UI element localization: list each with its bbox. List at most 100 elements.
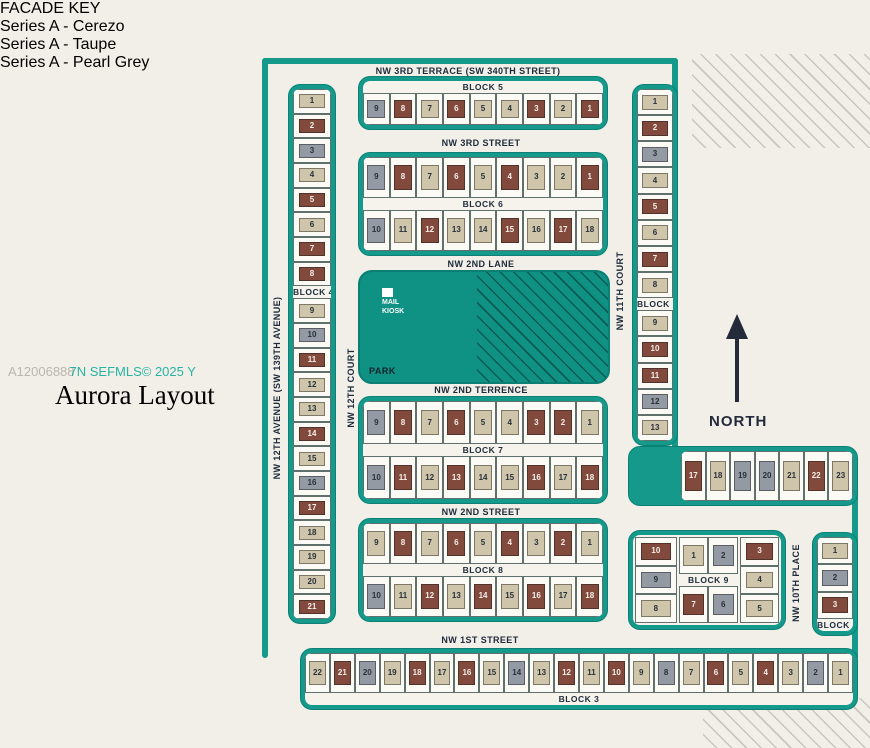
lot-number: 9 [298, 303, 326, 318]
lot-14: 14 [469, 576, 497, 617]
lot-number: 18 [298, 525, 326, 540]
lot-17: 17 [429, 653, 455, 693]
lot-2: 2 [637, 115, 673, 142]
lot-number: 16 [527, 218, 546, 243]
lot-number: 2 [298, 118, 326, 134]
park-hatch-pattern [476, 272, 608, 382]
lot-2: 2 [708, 537, 739, 574]
lot-8: 8 [635, 594, 677, 624]
block-5-label: BLOCK 5 [462, 82, 504, 92]
lot-11: 11 [389, 210, 417, 251]
lot-9: 9 [363, 93, 390, 125]
lot-16: 16 [523, 210, 550, 251]
lot-11: 11 [578, 653, 604, 693]
lot-7: 7 [678, 586, 709, 623]
block-3-label: BLOCK 3 [558, 694, 600, 704]
lot-number: 20 [758, 461, 776, 491]
lot-6: 6 [293, 212, 331, 238]
block-1-label: BLOCK 1 [637, 299, 673, 310]
lot-8: 8 [293, 261, 331, 287]
lot-number: 18 [408, 661, 426, 685]
lot-number: 4 [500, 165, 519, 190]
lot-number: 18 [580, 584, 599, 609]
lot-number: 1 [832, 661, 849, 685]
lot-number: 21 [783, 461, 800, 491]
pearl-grey-label: Series A - Pearl Grey [0, 54, 150, 71]
lot-number: 11 [393, 584, 413, 609]
lot-number: 10 [607, 661, 625, 685]
lot-2: 2 [293, 113, 331, 139]
facade-key: FACADE KEY Series A - Cerezo Series A - … [0, 0, 870, 72]
lot-number: 15 [500, 464, 519, 491]
lot-number: 6 [447, 165, 466, 190]
lot-number: 1 [683, 544, 704, 567]
mls-watermark: A120068887N SEFMLS© 2025 Y [8, 364, 196, 379]
lot-2: 2 [549, 157, 577, 198]
lot-4: 4 [753, 653, 779, 693]
lot-number: 12 [420, 464, 439, 491]
lot-number: 4 [745, 571, 774, 589]
lot-number: 20 [358, 661, 376, 685]
facade-key-heading: FACADE KEY [0, 0, 101, 17]
lot-number: 1 [822, 542, 848, 559]
lot-number: 6 [447, 409, 466, 436]
lot-number: 17 [684, 461, 702, 491]
lot-number: 3 [782, 661, 800, 685]
lot-number: 1 [642, 94, 668, 110]
lot-8: 8 [389, 401, 417, 444]
lot-12: 12 [293, 372, 331, 398]
block-8-label: BLOCK 8 [462, 565, 504, 575]
lot-6: 6 [708, 586, 739, 623]
lot-number: 1 [580, 409, 599, 436]
page-title: Aurora Layout [55, 380, 215, 410]
lot-number: 15 [483, 661, 501, 685]
lot-5: 5 [469, 523, 497, 564]
lot-8: 8 [389, 157, 417, 198]
block-9-label: BLOCK 9 [688, 575, 729, 585]
lot-18: 18 [576, 576, 603, 617]
lot-11: 11 [389, 576, 417, 617]
lot-18: 18 [576, 210, 603, 251]
lot-number: 10 [367, 464, 386, 491]
road-edge-left [262, 58, 268, 658]
lot-17: 17 [549, 576, 577, 617]
facade-key-row-pearl-grey: Series A - Pearl Grey [0, 54, 870, 72]
lot-number: 16 [527, 464, 546, 491]
lot-number: 3 [298, 143, 326, 158]
lot-4: 4 [496, 401, 524, 444]
lot-number: 2 [553, 531, 573, 556]
lot-number: 3 [527, 409, 546, 436]
lot-9: 9 [363, 157, 390, 198]
lot-13: 13 [443, 576, 470, 617]
lot-number: 11 [393, 464, 413, 491]
north-indicator: NORTH [709, 312, 766, 430]
lot-number: 16 [527, 584, 546, 609]
lot-number: 8 [393, 409, 413, 436]
lot-number: 4 [642, 173, 668, 189]
lot-21: 21 [293, 594, 331, 619]
lot-number: 8 [298, 267, 326, 282]
lot-22: 22 [803, 451, 829, 501]
lot-number: 5 [473, 531, 493, 556]
lot-number: 8 [641, 600, 671, 617]
lot-number: 7 [683, 593, 704, 616]
lot-number: 9 [632, 661, 650, 685]
lot-7: 7 [416, 93, 444, 125]
lot-5: 5 [469, 157, 497, 198]
lot-6: 6 [443, 401, 470, 444]
lot-number: 12 [298, 377, 326, 392]
lot-number: 6 [713, 593, 734, 616]
lot-12: 12 [416, 210, 444, 251]
lot-number: 7 [682, 661, 700, 685]
lot-number: 10 [298, 328, 326, 343]
